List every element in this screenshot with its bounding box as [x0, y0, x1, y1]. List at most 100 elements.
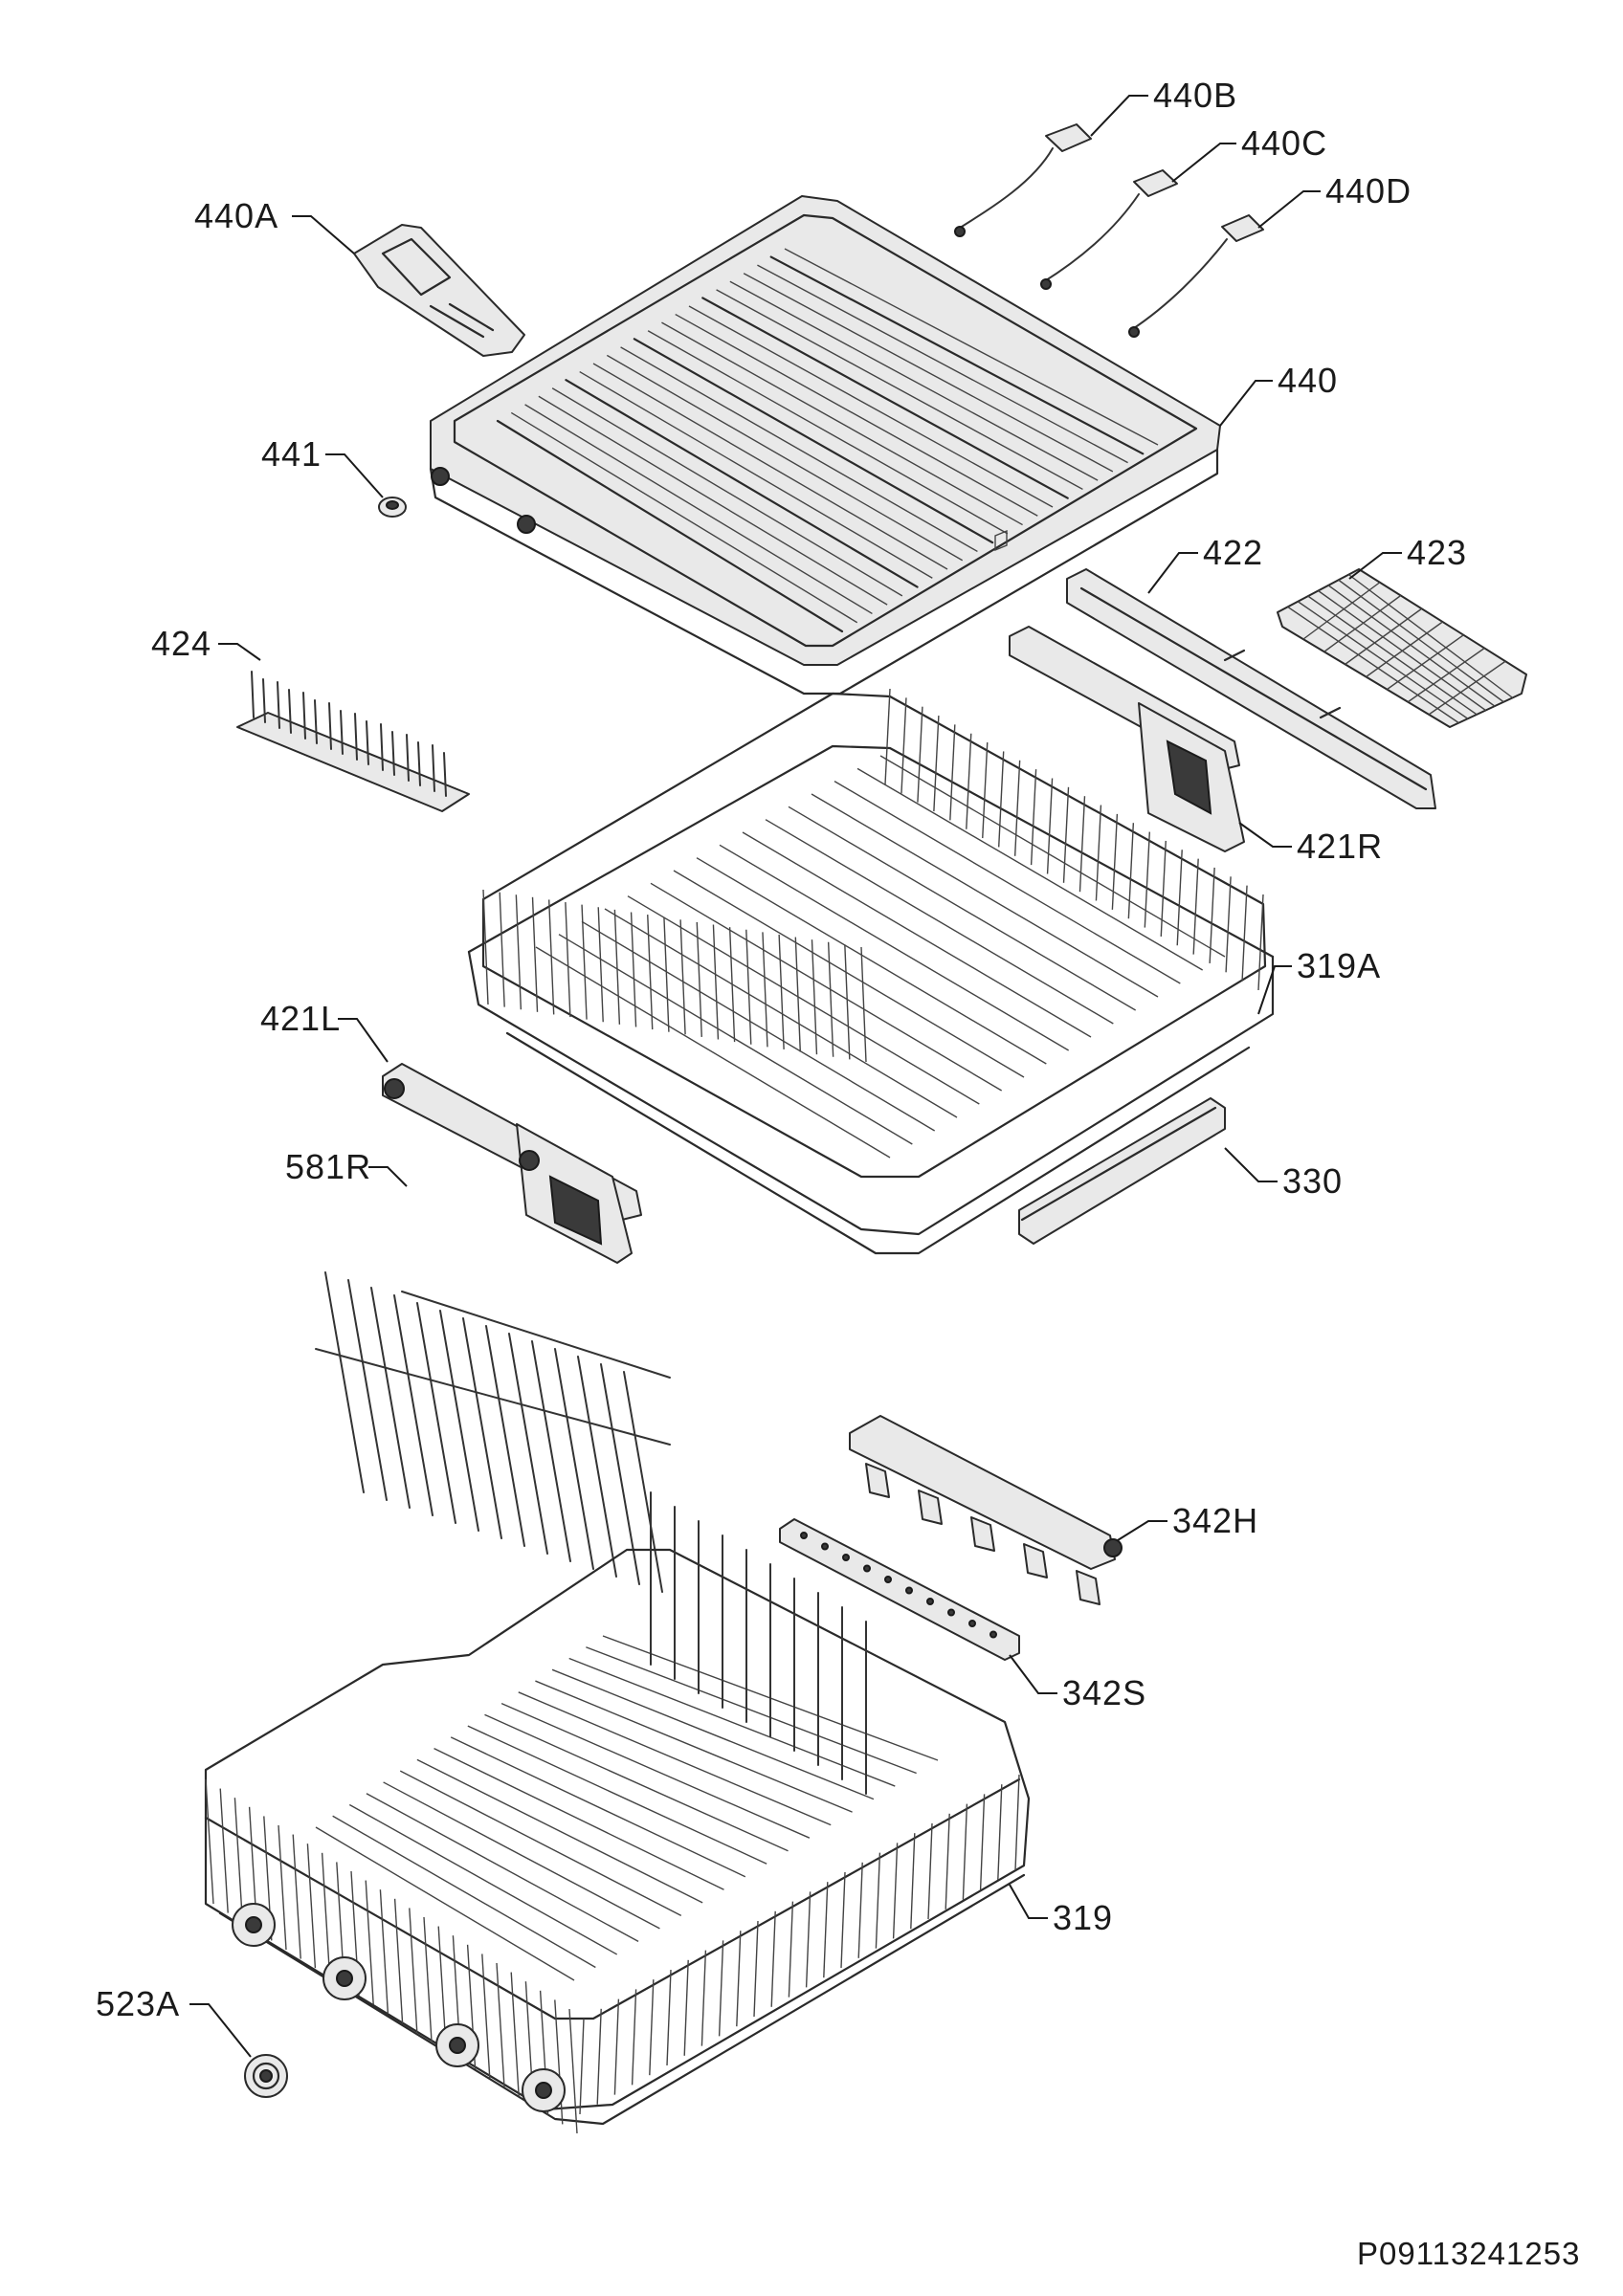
grid-line	[1302, 582, 1381, 640]
tine	[340, 710, 344, 755]
part-523A-wheel	[244, 2054, 288, 2098]
tray-rib	[606, 354, 964, 562]
basket-wire	[742, 831, 1092, 1038]
basket-wire	[856, 767, 1204, 971]
part-342S-bar	[779, 1518, 1020, 1661]
basket-wire	[1046, 778, 1054, 874]
part-440C-wire	[1040, 169, 1178, 290]
basket-wire	[581, 904, 588, 1020]
tray-rib	[661, 321, 1023, 526]
tray-rib	[688, 305, 1054, 508]
basket-wire	[518, 1691, 832, 1826]
basket-wire	[647, 915, 654, 1030]
label-440D: 440D	[1325, 171, 1412, 210]
basket-wire	[827, 941, 834, 1057]
basket-wire	[892, 1843, 899, 1939]
basket-wire	[875, 1852, 881, 1949]
tray-rib	[565, 379, 919, 588]
hook	[970, 1516, 995, 1552]
basket-wire	[663, 916, 670, 1032]
basket-wire	[910, 1833, 916, 1930]
tine	[366, 720, 369, 765]
tray-rib	[620, 346, 978, 553]
tine	[262, 678, 266, 723]
tine	[508, 1333, 548, 1555]
basket-wire	[554, 1999, 564, 2125]
basket-wire	[597, 907, 604, 1023]
basket-wire	[1111, 813, 1119, 910]
basket-wire	[962, 1803, 968, 1900]
label-421R: 421R	[1297, 827, 1383, 866]
basket-wire	[982, 742, 989, 839]
basket-wire	[1209, 867, 1215, 963]
basket-wire	[844, 944, 851, 1060]
tine	[416, 1302, 456, 1524]
basket-wire	[753, 1920, 759, 2018]
basket-wire	[499, 892, 505, 1007]
basket-wire	[997, 751, 1005, 848]
tray-rib	[579, 370, 933, 579]
tray-rib	[675, 313, 1038, 517]
part-labels: 440B 440C 440D 440A 440 441 422 423 424 …	[96, 76, 1579, 2271]
tine	[314, 699, 318, 744]
basket-wire	[551, 1668, 875, 1800]
part-421L-rail	[382, 1063, 642, 1264]
tine	[623, 1371, 663, 1593]
basket-wire	[315, 1826, 575, 1981]
basket-wire	[450, 1736, 746, 1878]
label-342H: 342H	[1172, 1501, 1258, 1540]
basket-wire	[596, 2008, 602, 2105]
basket-wire	[794, 937, 802, 1052]
part-342H-holder	[849, 1415, 1123, 1605]
basket-wire	[568, 1657, 896, 1787]
basket-wire	[416, 1758, 703, 1904]
basket-wire	[496, 1962, 505, 2088]
label-319A: 319A	[1297, 946, 1381, 985]
tray-rib	[784, 248, 1159, 446]
basket-wire	[205, 1778, 214, 1905]
basket-wire	[482, 889, 489, 1005]
tine	[288, 689, 292, 734]
basket-wire	[823, 1882, 829, 1978]
tine	[251, 671, 255, 718]
basket-wire	[233, 1798, 244, 1923]
basket-wire	[811, 793, 1159, 998]
bar-hole	[800, 1532, 808, 1539]
basket-wire	[719, 844, 1070, 1051]
grid-line	[1287, 606, 1459, 724]
part-423-grid-insert	[1277, 568, 1527, 728]
bar-hole	[863, 1564, 871, 1573]
basket-wire	[900, 697, 907, 794]
basket-wire	[332, 1815, 596, 1969]
basket-wire	[379, 1889, 389, 2015]
basket-wire	[278, 1824, 287, 1951]
basket-wire	[788, 806, 1137, 1011]
basket-wire	[857, 1862, 863, 1958]
hook	[1076, 1570, 1101, 1605]
basket-wire	[484, 1713, 789, 1852]
basket-wire	[500, 1702, 811, 1839]
part-424-tine-insert	[236, 671, 470, 812]
part-319-lower-basket	[204, 1491, 1031, 2134]
basket-wire	[579, 2018, 585, 2115]
basket-wire	[700, 1950, 707, 2046]
basket-wire	[834, 781, 1181, 984]
grid-line	[1386, 634, 1464, 691]
bar-hole	[968, 1620, 976, 1627]
basket-wire	[1257, 894, 1264, 991]
basket-wire	[1144, 831, 1151, 928]
basket-wire	[712, 924, 720, 1040]
basket-wire	[481, 1954, 491, 2079]
tine	[393, 1294, 434, 1516]
basket-wire	[805, 1891, 812, 1988]
basket-wire	[1225, 876, 1232, 973]
part-330-strip	[1018, 1097, 1226, 1245]
basket-wire	[613, 1998, 620, 2095]
tine	[324, 1271, 365, 1493]
tine	[347, 1279, 388, 1501]
basket-wire	[679, 919, 686, 1035]
part-581R-tine-row	[315, 1271, 671, 1593]
basket-wire	[627, 895, 980, 1105]
label-330: 330	[1282, 1161, 1343, 1201]
grid-line	[1307, 595, 1478, 716]
